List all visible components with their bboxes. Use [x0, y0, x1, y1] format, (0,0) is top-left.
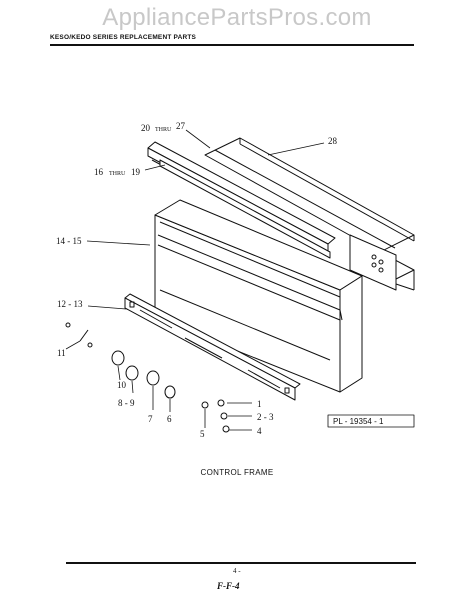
callout-10: 10	[117, 380, 127, 390]
callout-20: 20	[141, 123, 151, 133]
leader-lines	[65, 129, 325, 431]
series-title: KESO/KEDO SERIES REPLACEMENT PARTS	[50, 34, 197, 41]
callout-thru-1: THRU	[155, 127, 172, 133]
callout-5: 5	[200, 429, 205, 439]
callout-16: 16	[94, 167, 104, 177]
callout-1: 1	[257, 399, 262, 409]
callout-11: 11	[57, 348, 66, 358]
watermark: AppliancePartsPros.com	[102, 4, 372, 31]
callout-4: 4	[257, 426, 262, 436]
callout-2-3: 2 - 3	[257, 412, 274, 422]
callout-6: 6	[167, 414, 172, 424]
small-parts	[65, 322, 230, 433]
callout-7: 7	[148, 414, 153, 424]
callout-thru-2: THRU	[109, 171, 126, 177]
callout-12-13: 12 - 13	[57, 299, 83, 309]
header-rule	[50, 44, 414, 46]
diagram-id: PL - 19354 - 1	[333, 417, 384, 426]
back-panel-part-28	[204, 137, 415, 291]
page-number: 4 -	[233, 567, 241, 575]
footer-signature: F-F-4	[217, 581, 240, 591]
diagram-id-box	[327, 414, 415, 428]
diagram-caption: CONTROL FRAME	[200, 468, 274, 477]
callout-19: 19	[131, 167, 141, 177]
bottom-trim-part-12-13	[124, 293, 301, 401]
callout-28: 28	[328, 136, 338, 146]
footer-rule	[66, 562, 416, 564]
callout-27: 27	[176, 121, 186, 131]
callout-14-15: 14 - 15	[56, 236, 82, 246]
callout-8-9: 8 - 9	[118, 398, 135, 408]
control-frame-part-14-15	[154, 199, 363, 393]
trim-rail-parts-16-27	[147, 141, 336, 259]
